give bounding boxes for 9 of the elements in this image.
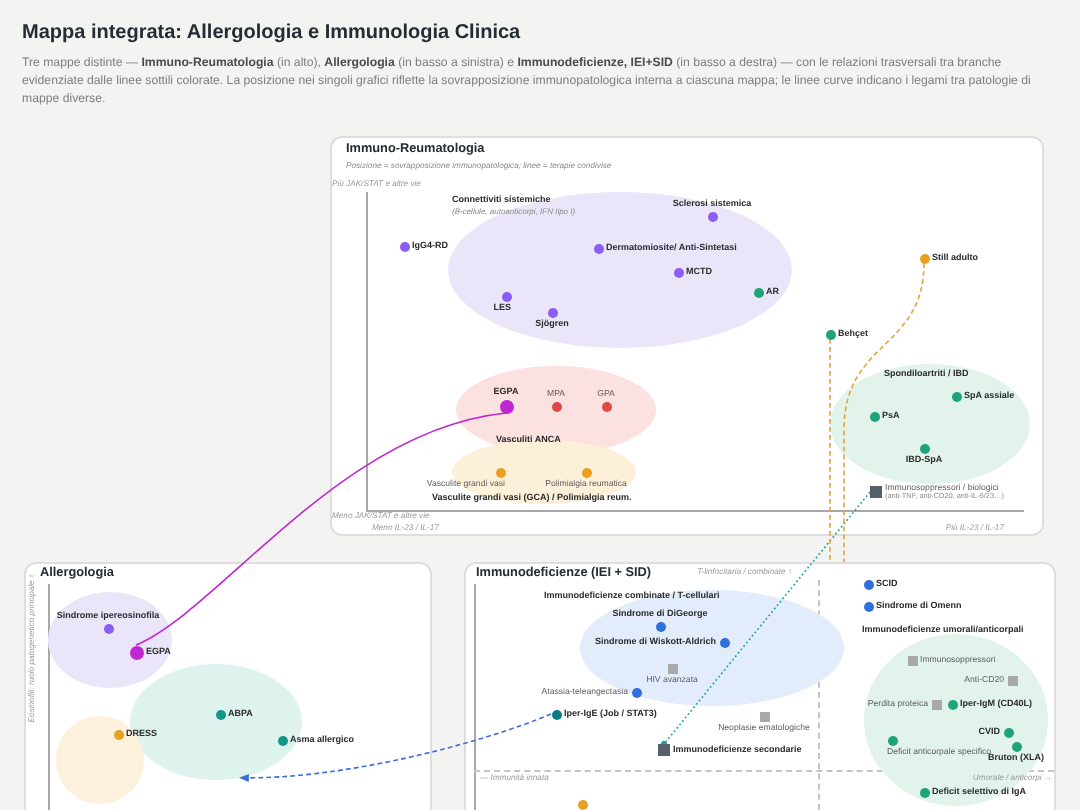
map-panel: [330, 136, 1044, 536]
dashed-connector-line: [829, 338, 831, 563]
page-title: Mappa integrata: Allergologia e Immunologia Clinica: [22, 22, 521, 44]
dashed-curved-connector-line: [843, 262, 925, 563]
map-panel: [464, 562, 1056, 810]
dashed-curved-arrow: [238, 713, 552, 782]
map-panel: [24, 562, 432, 810]
curved-connector-line: [135, 412, 507, 646]
dashed-connector-line: [661, 491, 871, 747]
